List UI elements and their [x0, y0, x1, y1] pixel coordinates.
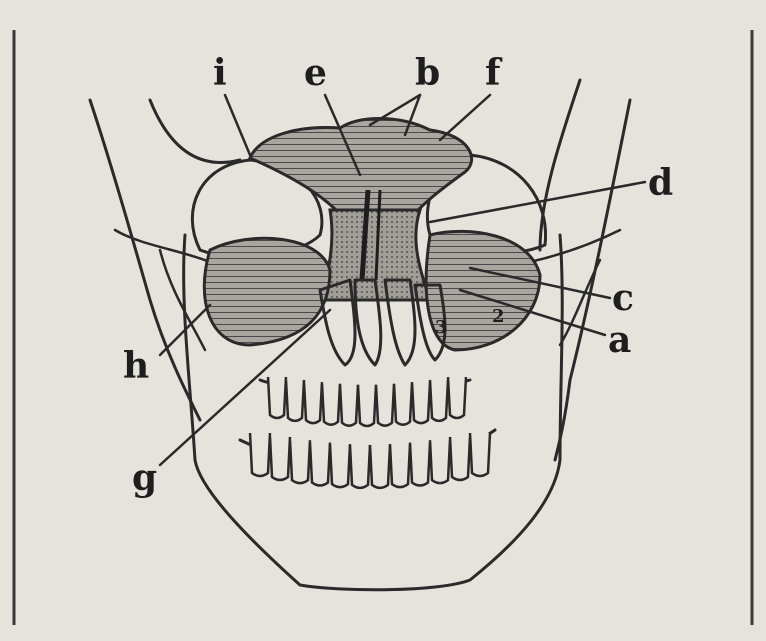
label-b: b	[415, 52, 440, 94]
label-c: c	[612, 277, 634, 319]
tooth	[310, 443, 330, 486]
label-e: e	[304, 52, 327, 94]
tooth	[370, 445, 390, 488]
tooth	[394, 384, 412, 425]
tooth	[330, 444, 350, 487]
tooth	[450, 437, 470, 480]
tooth	[376, 385, 394, 426]
label-lower-a: a	[608, 319, 631, 361]
tooth	[390, 444, 410, 487]
label-f: f	[485, 52, 503, 94]
label-tooth-3: 3	[435, 317, 448, 338]
tooth	[290, 440, 310, 483]
label-h: h	[123, 345, 149, 387]
label-g: g	[132, 457, 157, 499]
tooth	[268, 377, 286, 418]
tooth	[430, 380, 448, 421]
tooth	[410, 443, 430, 486]
tooth	[430, 440, 450, 483]
tooth	[270, 437, 290, 480]
label-upper-a: d	[648, 162, 673, 204]
tooth	[358, 385, 376, 426]
tooth	[250, 433, 270, 476]
tooth	[304, 382, 322, 423]
tooth	[286, 380, 304, 421]
tooth	[412, 382, 430, 423]
tooth	[448, 377, 466, 418]
tooth	[470, 433, 490, 476]
tooth	[350, 445, 370, 488]
tooth	[322, 384, 340, 425]
label-i: i	[213, 52, 227, 94]
tooth	[340, 385, 358, 426]
label-tooth-2: 2	[492, 306, 505, 327]
